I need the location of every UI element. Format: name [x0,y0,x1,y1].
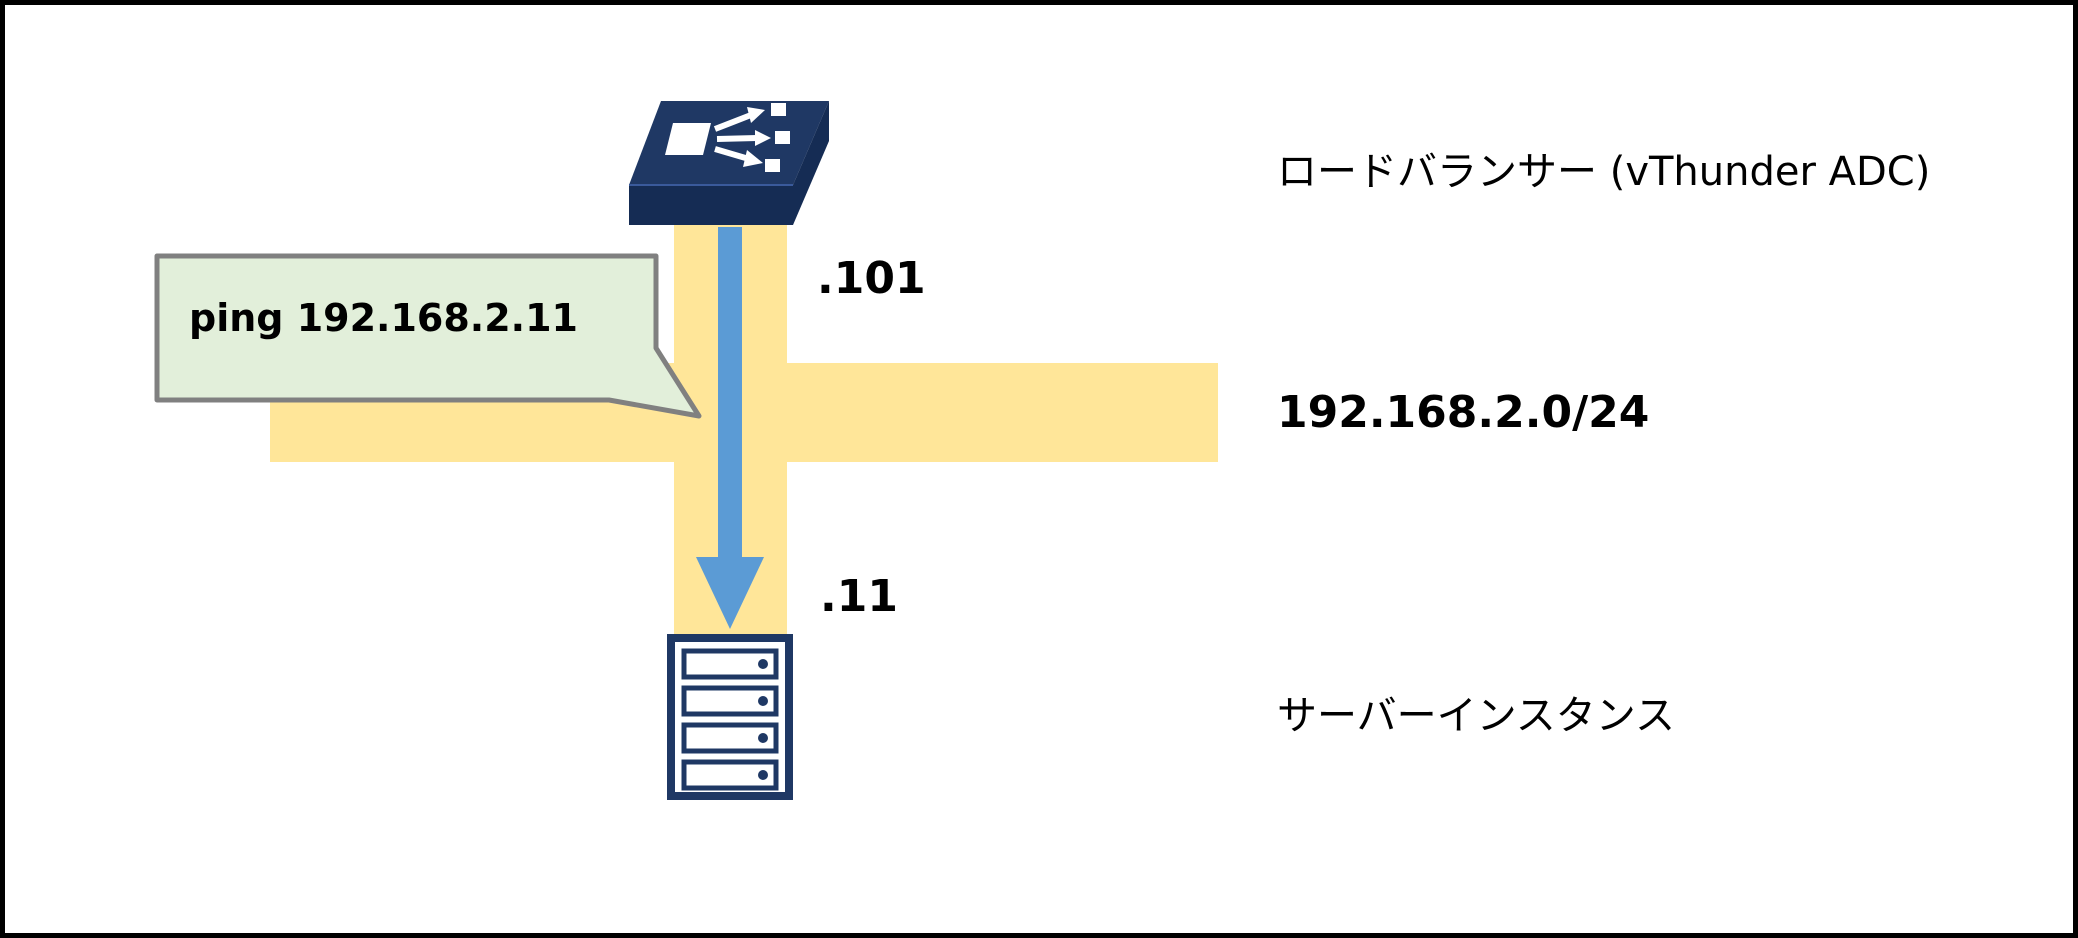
load-balancer-icon [629,101,829,225]
load-balancer-ip-label: .101 [817,253,926,304]
server-ip-label: .11 [820,571,898,622]
speech-bubble-shape [154,253,702,419]
server-icon [667,634,793,800]
load-balancer-label: ロードバランサー (vThunder ADC) [1277,149,1931,195]
speech-bubble: ping 192.168.2.11 [151,248,711,423]
ping-command-text: ping 192.168.2.11 [189,296,578,340]
server-label: サーバーインスタンス [1277,693,1675,739]
subnet-label: 192.168.2.0/24 [1277,387,1650,438]
down-arrow-icon [696,227,764,629]
